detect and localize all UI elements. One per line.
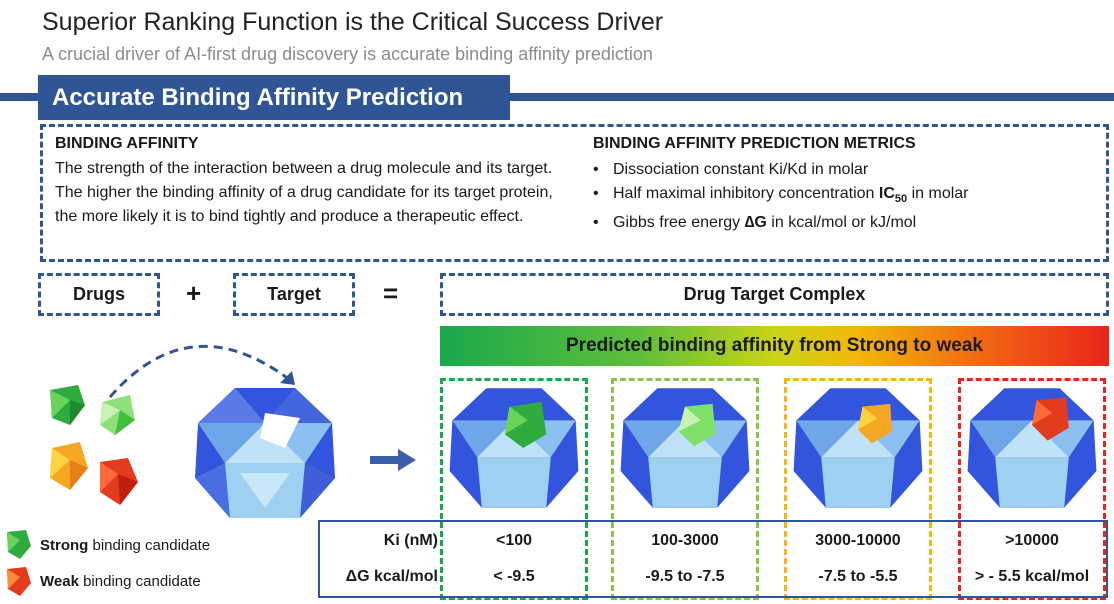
weak-drug-icon-1 [50, 442, 88, 490]
plus-sign: + [186, 278, 202, 308]
binding-affinity-text: The strength of the interaction between … [55, 160, 553, 225]
page-subtitle: A crucial driver of AI-first drug discov… [42, 44, 653, 64]
table-cell-dg: -9.5 to -7.5 [645, 568, 725, 585]
complex-weak-icon [967, 388, 1097, 508]
complex-good-icon [620, 388, 750, 508]
drugs-box: Drugs [38, 273, 160, 316]
strong-affinity-column [440, 378, 588, 600]
table-cell-dg: > - 5.5 kcal/mol [974, 568, 1090, 585]
target-box: Target [233, 273, 355, 316]
strong-candidate-icon [7, 530, 31, 559]
metrics-list: Dissociation constant Ki/Kd in molar Hal… [593, 158, 969, 235]
complex-moderate-icon [793, 388, 923, 508]
good-affinity-column [611, 378, 759, 600]
affinity-gradient-bar: Predicted binding affinity from Strong t… [440, 326, 1109, 366]
equals-sign: = [383, 278, 399, 308]
table-cell-ki: 100-3000 [651, 532, 719, 549]
table-cell-ki: >10000 [1005, 532, 1059, 549]
right-arrow-icon [370, 449, 416, 471]
table-cell-dg: -7.5 to -5.5 [818, 568, 898, 585]
page-title: Superior Ranking Function is the Critica… [42, 8, 664, 36]
title-band [0, 93, 1114, 101]
section-title: Accurate Binding Affinity Prediction [38, 75, 510, 120]
metric-ki: Dissociation constant Ki/Kd in molar [593, 158, 969, 182]
weak-drug-icon-2 [100, 458, 138, 505]
binding-arrow [108, 344, 295, 398]
metric-dg: Gibbs free energy ∆G in kcal/mol or kJ/m… [593, 211, 969, 235]
binding-affinity-heading: BINDING AFFINITY [55, 135, 199, 152]
target-protein-icon [195, 388, 335, 518]
metrics-heading: BINDING AFFINITY PREDICTION METRICS [593, 135, 916, 152]
table-cell-ki: <100 [495, 532, 533, 549]
table-cell-ki: 3000-10000 [815, 532, 901, 549]
drug-candidates-illustration [50, 385, 138, 505]
drug-target-complex-box: Drug Target Complex [440, 273, 1109, 316]
moderate-affinity-column [784, 378, 932, 600]
legend-weak: Weak binding candidate [40, 573, 201, 590]
metric-ic50: Half maximal inhibitory concentration IC… [593, 182, 969, 211]
dg-row-label: ΔG kcal/mol [345, 568, 438, 585]
strong-drug-icon-2 [100, 395, 135, 435]
weak-candidate-icon [7, 567, 31, 596]
legend-strong: Strong binding candidate [40, 537, 211, 554]
strong-drug-icon-1 [50, 385, 85, 425]
affinity-table [318, 520, 1108, 598]
table-cell-dg: < -9.5 [493, 568, 535, 585]
complex-strong-icon [449, 388, 579, 508]
ki-row-label: Ki (nM) [383, 532, 438, 549]
info-box: BINDING AFFINITY The strength of the int… [40, 124, 1109, 262]
weak-affinity-column [958, 378, 1106, 600]
